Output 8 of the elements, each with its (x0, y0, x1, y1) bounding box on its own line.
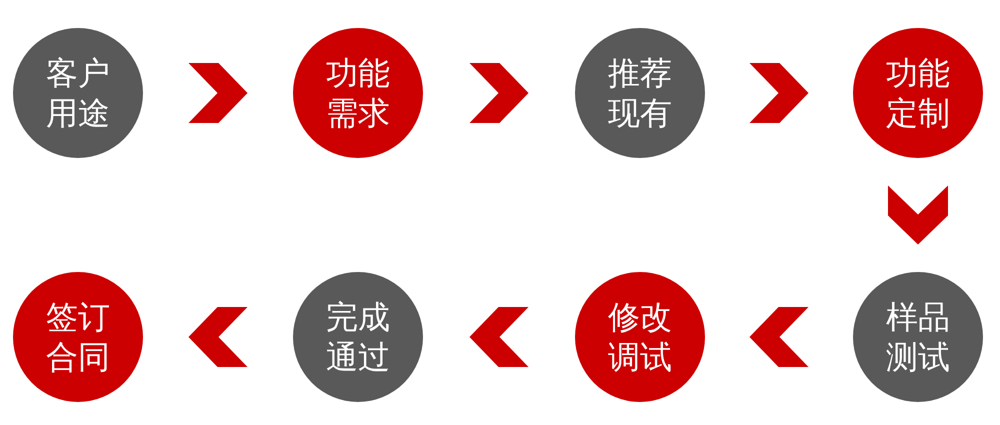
step-label: 完成通过 (325, 297, 391, 377)
step-label: 推荐现有 (607, 53, 673, 133)
step-label: 功能定制 (885, 53, 951, 133)
step-label: 功能需求 (325, 53, 391, 133)
step-label: 样品测试 (885, 297, 951, 377)
step-label: 签订合同 (45, 297, 111, 377)
step-label: 修改调试 (607, 297, 673, 377)
step-label: 客户用途 (45, 53, 111, 133)
